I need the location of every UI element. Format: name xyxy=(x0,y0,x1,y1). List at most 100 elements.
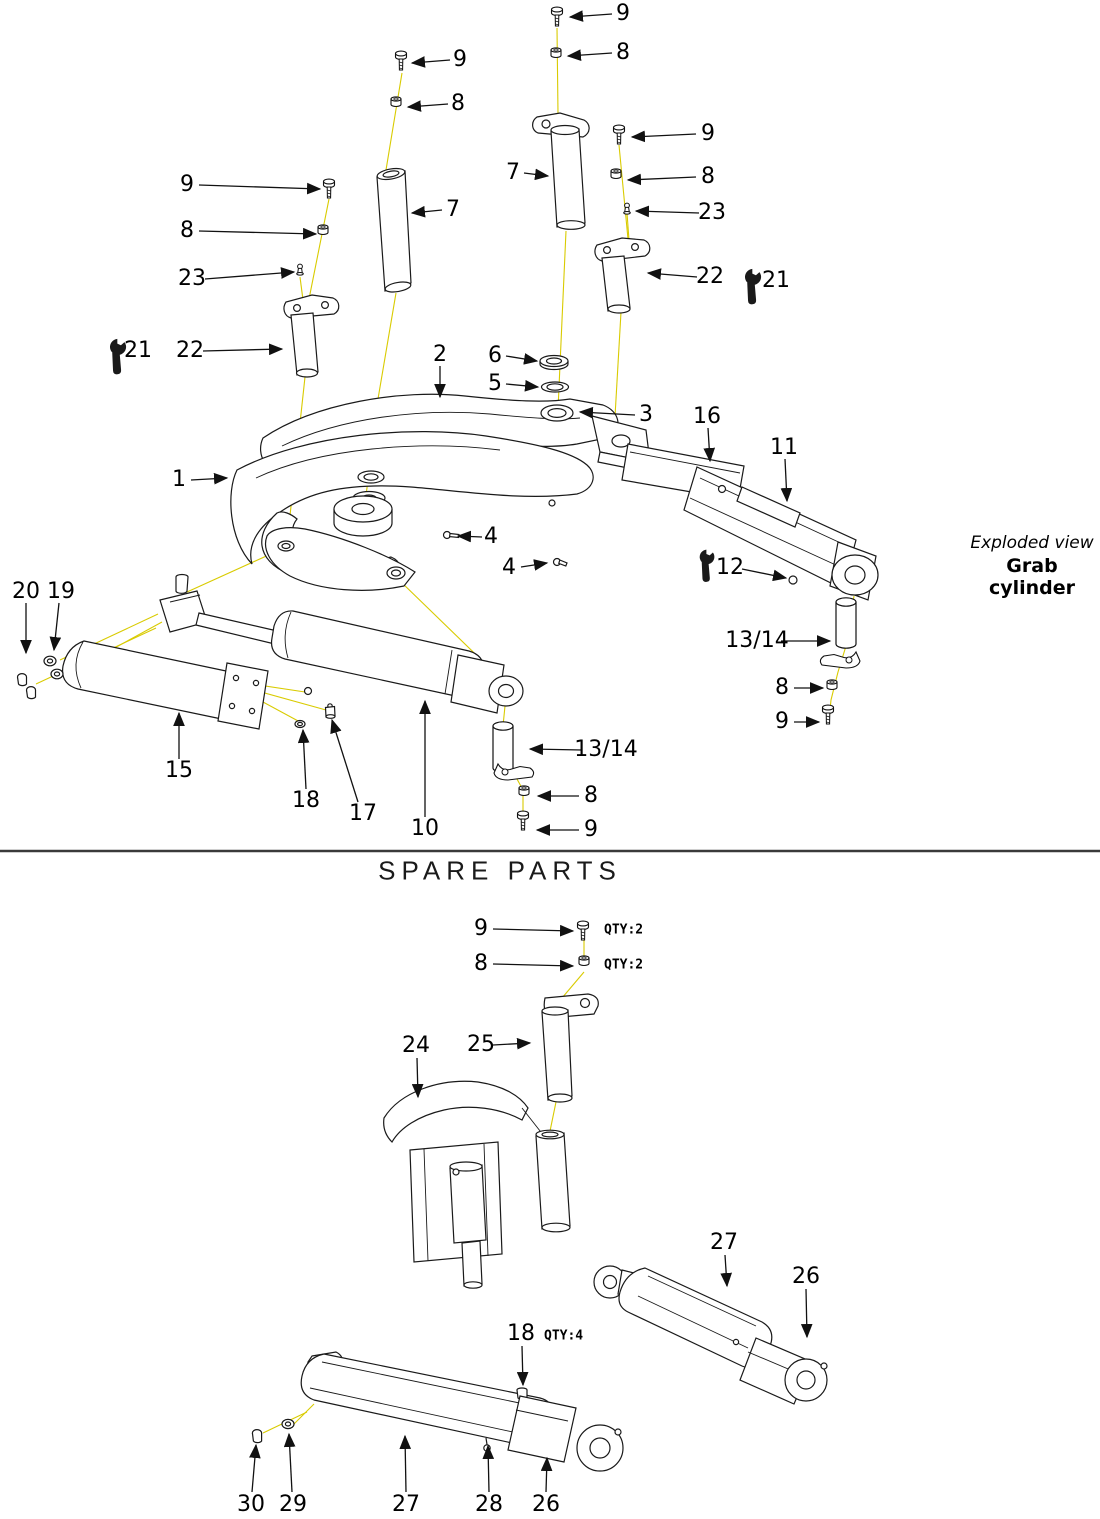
view-caption: Exploded view Grab cylinder xyxy=(962,533,1100,599)
callout-30: 30 xyxy=(237,1492,265,1517)
part-23-grease-nipple xyxy=(296,263,304,276)
callout-7: 7 xyxy=(446,197,460,222)
part-8-bushing xyxy=(317,224,329,236)
spare-parts-drawings xyxy=(251,920,828,1472)
part-22-pivot-pin xyxy=(594,237,651,314)
part-7-pin-tube xyxy=(376,167,412,293)
callout-22: 22 xyxy=(176,338,204,363)
callout-7: 7 xyxy=(506,160,520,185)
part-27-cylinder xyxy=(593,1265,773,1369)
section-title-spare-parts: SPARE PARTS xyxy=(378,855,622,886)
callout-2: 2 xyxy=(433,342,447,367)
part-9-screw xyxy=(612,124,626,145)
part-25-pin xyxy=(541,993,599,1103)
callout-18: 18 xyxy=(292,788,320,813)
part-15-housing xyxy=(61,640,269,730)
callout-22: 22 xyxy=(696,264,724,289)
callout-18: 18 xyxy=(507,1321,535,1346)
part-8-bushing xyxy=(518,785,530,797)
part-4-bolt xyxy=(442,530,460,540)
part-9-screw xyxy=(516,810,530,831)
part-8-bushing xyxy=(610,168,622,180)
callout-8: 8 xyxy=(180,218,194,243)
callout-20: 20 xyxy=(12,579,40,604)
callout-4: 4 xyxy=(484,524,498,549)
callout-25: 25 xyxy=(467,1032,495,1057)
part-17-plug xyxy=(303,686,336,719)
callout-17: 17 xyxy=(349,801,377,826)
part-22-pivot-pin xyxy=(283,294,340,378)
callout-27: 27 xyxy=(710,1230,738,1255)
caption-grab-cylinder: Grab cylinder xyxy=(988,555,1076,599)
callout-28: 28 xyxy=(475,1492,503,1517)
callout-11: 11 xyxy=(770,435,798,460)
exploded-assembly xyxy=(16,6,879,831)
callout-16: 16 xyxy=(693,404,721,429)
callout-21: 21 xyxy=(762,268,790,293)
callout-9: 9 xyxy=(616,1,630,26)
part-7-pin-tube xyxy=(532,112,590,230)
callout-13-14: 13/14 xyxy=(574,737,638,762)
part-19-washers xyxy=(43,655,64,680)
part-8-bushing xyxy=(550,47,562,59)
callout-arrows xyxy=(20,10,832,1493)
part-9-screw xyxy=(576,920,590,941)
callout-9: 9 xyxy=(701,121,715,146)
callout-9: 9 xyxy=(453,47,467,72)
callout-5: 5 xyxy=(488,371,502,396)
callout-13-14: 13/14 xyxy=(725,628,789,653)
lower-link-plate xyxy=(265,527,416,591)
callout-8: 8 xyxy=(584,783,598,808)
qty-label: QTY:4 xyxy=(544,1328,584,1344)
callout-6: 6 xyxy=(488,343,502,368)
part-13-14-pin xyxy=(492,721,514,773)
callout-3: 3 xyxy=(639,402,653,427)
callout-15: 15 xyxy=(165,758,193,783)
part-4-bolt xyxy=(552,557,568,567)
part-28-screw xyxy=(483,1437,491,1452)
part-26-collar xyxy=(739,1337,828,1405)
callout-8: 8 xyxy=(451,91,465,116)
callout-9: 9 xyxy=(584,817,598,842)
callout-10: 10 xyxy=(411,816,439,841)
qty-label: QTY:2 xyxy=(604,957,644,973)
pivot-boss xyxy=(333,490,393,537)
callout-1: 1 xyxy=(172,467,186,492)
part-9-screw xyxy=(550,6,564,27)
callout-8: 8 xyxy=(474,951,488,976)
part-8-bushing xyxy=(390,96,402,108)
callout-24: 24 xyxy=(402,1033,430,1058)
part-29-washer xyxy=(281,1418,295,1430)
callout-8: 8 xyxy=(701,164,715,189)
part-13-14-keeper xyxy=(493,763,535,781)
part-30-nut xyxy=(251,1428,263,1444)
part-9-screw xyxy=(322,178,336,199)
callout-29: 29 xyxy=(279,1492,307,1517)
part-26-collar xyxy=(507,1395,624,1472)
callout-12: 12 xyxy=(716,555,744,580)
callout-21: 21 xyxy=(124,338,152,363)
part-13-14-keeper xyxy=(819,651,861,669)
part-24-bracket xyxy=(383,1080,571,1289)
part-9-screw xyxy=(821,704,835,725)
part-20-nuts xyxy=(16,672,37,700)
callout-9: 9 xyxy=(474,916,488,941)
qty-label: QTY:2 xyxy=(604,922,644,938)
part-11-arm xyxy=(683,466,879,601)
callout-26: 26 xyxy=(792,1264,820,1289)
part-13-14-pin xyxy=(835,597,857,649)
callout-4: 4 xyxy=(502,555,516,580)
part-6-washer xyxy=(539,354,569,371)
callout-27: 27 xyxy=(392,1492,420,1517)
callout-26: 26 xyxy=(532,1492,560,1517)
caption-exploded-view: Exploded view xyxy=(970,533,1094,553)
callout-9: 9 xyxy=(775,709,789,734)
part-8-bushing xyxy=(578,955,590,967)
part-8-bushing xyxy=(826,679,838,691)
part-9-screw xyxy=(394,50,408,71)
callout-23: 23 xyxy=(178,266,206,291)
callout-8: 8 xyxy=(616,40,630,65)
callout-8: 8 xyxy=(775,675,789,700)
